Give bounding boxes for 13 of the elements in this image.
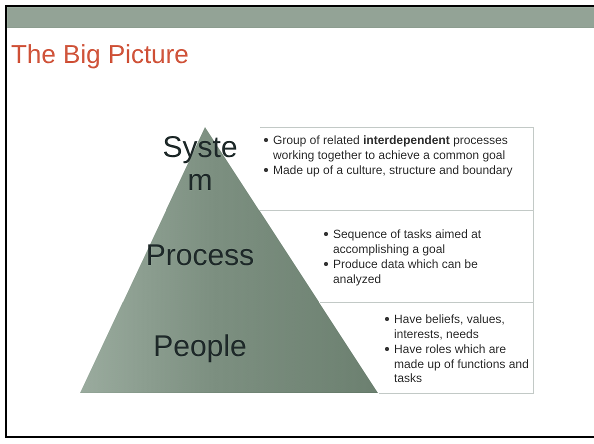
bullet-text: Made up of a culture, structure and boundary	[273, 163, 512, 177]
description-box	[320, 210, 534, 303]
bullet-text: Produce data which can be analyzed	[333, 257, 478, 286]
bullet-text: Have roles which are made up of functions and tasks	[394, 342, 529, 385]
tier-label: Process	[144, 239, 256, 272]
description-box	[379, 302, 534, 394]
slide-title: The Big Picture	[11, 39, 189, 70]
bullet-text: Group of related interdependent processes working together to achieve a common goal	[273, 133, 508, 162]
tier-label: People	[152, 330, 248, 363]
bullet-text: Have beliefs, values, interests, needs	[394, 312, 505, 340]
pyramid-tier	[80, 302, 378, 393]
bullet-text: Sequence of tasks aimed at accomplishing a goal	[333, 227, 482, 256]
description-box	[260, 127, 534, 211]
